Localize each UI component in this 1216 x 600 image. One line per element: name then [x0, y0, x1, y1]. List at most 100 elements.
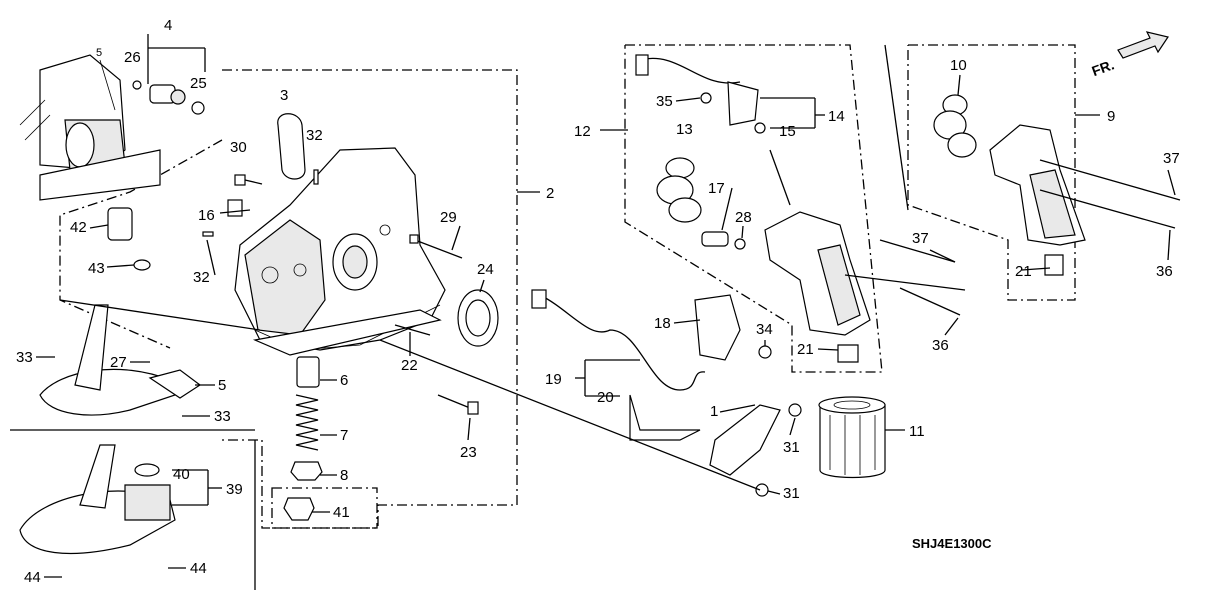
bolt-36-left [899, 287, 961, 316]
nut-31-bottom [755, 483, 769, 497]
filter-21-left [837, 344, 859, 363]
callout-3: 3 [280, 87, 288, 104]
bolt-23 [437, 394, 479, 415]
filter-gasket-13 [656, 157, 702, 223]
leader-lines [147, 34, 1100, 506]
callout-7: 7 [340, 427, 348, 444]
callout-33: 33 [16, 349, 33, 366]
callout-33b: 33 [214, 408, 231, 425]
callout-42: 42 [70, 219, 87, 236]
callout-37b: 37 [912, 230, 929, 247]
callout-8: 8 [340, 467, 348, 484]
callout-44: 44 [24, 569, 41, 586]
connector-top [635, 54, 649, 76]
callout-43: 43 [88, 260, 105, 277]
oil-filter-11 [818, 396, 886, 479]
callout-12: 12 [574, 123, 591, 140]
o-rings-10 [933, 94, 977, 158]
pin-32 [202, 169, 319, 237]
oil-seal-24 [457, 289, 499, 347]
callout-14: 14 [828, 108, 845, 125]
callout-35: 35 [656, 93, 673, 110]
callout-13: 13 [676, 121, 693, 138]
nut-31-top [788, 403, 802, 417]
solenoid-wire-top [639, 57, 741, 84]
bolt-37-shaft [879, 239, 956, 263]
callout-16: 16 [198, 207, 215, 224]
filter-21-right [1044, 254, 1064, 276]
cover-18 [694, 294, 741, 361]
callout-2: 2 [546, 185, 554, 202]
callout-25: 25 [190, 75, 207, 92]
bracket-1 [709, 404, 781, 476]
solenoid-bracket-14 [727, 81, 759, 126]
assembly-guide-line [379, 339, 761, 491]
bolt-35 [700, 92, 712, 104]
callout-1: 1 [710, 403, 718, 420]
callout-leaders [36, 74, 1176, 578]
seal-ring-group-4 [132, 80, 205, 115]
washer-43 [133, 259, 151, 271]
cap-bolt-8 [290, 461, 323, 481]
callout-41: 41 [333, 504, 350, 521]
bracket-20 [629, 394, 701, 441]
bolt-37-right [1039, 159, 1181, 201]
callout-29: 29 [440, 209, 457, 226]
callout-17: 17 [708, 180, 725, 197]
callout-labels: 4 26 25 5 3 32 30 16 42 43 32 2 29 24 22… [16, 17, 1180, 586]
callout-28: 28 [735, 209, 752, 226]
callout-31b: 31 [783, 485, 800, 502]
diagram-code: SHJ4E1300C [912, 536, 992, 551]
callout-32b: 32 [193, 269, 210, 286]
callout-4: 4 [164, 17, 172, 34]
baffle-plate-5 [39, 304, 202, 416]
spool-valve-body [764, 149, 871, 336]
callout-24: 24 [477, 261, 494, 278]
front-direction-indicator: FR. [1089, 31, 1169, 79]
oil-strainer-39 [19, 444, 176, 554]
callout-9: 9 [1107, 108, 1115, 125]
callout-11: 11 [909, 423, 925, 440]
relief-valve-6 [296, 356, 320, 388]
callout-34: 34 [756, 321, 773, 338]
sensor-harness-19 [539, 294, 706, 391]
sensor-16 [227, 199, 243, 217]
cap-bolt-41-frame [271, 487, 378, 529]
bolt-34 [758, 345, 772, 359]
bolt-15 [754, 122, 766, 134]
callout-18: 18 [654, 315, 671, 332]
callout-30: 30 [230, 139, 247, 156]
frame-connector-line [884, 44, 909, 211]
sensor-17 [701, 231, 729, 247]
bracket-assembly [19, 54, 161, 201]
o-ring-3 [277, 113, 306, 180]
callout-22: 22 [401, 357, 418, 374]
callout-5: 5 [96, 47, 102, 59]
callout-21: 21 [1015, 263, 1032, 280]
bolt-36-right [1039, 189, 1176, 229]
callout-23: 23 [460, 444, 477, 461]
washer-28 [734, 238, 746, 250]
relief-spring-7 [295, 394, 319, 451]
oil-pump-body [234, 147, 446, 356]
callout-26: 26 [124, 49, 141, 66]
callout-19: 19 [545, 371, 562, 388]
callout-39: 39 [226, 481, 243, 498]
bolt-22 [394, 324, 431, 336]
solenoid-assembly-frame [624, 44, 883, 373]
callout-15: 15 [779, 123, 796, 140]
callout-6: 6 [340, 372, 348, 389]
spool-valve-frame [907, 44, 1076, 301]
bolt-37-left [844, 274, 966, 291]
callout-37: 37 [1163, 150, 1180, 167]
callout-21b: 21 [797, 341, 814, 358]
front-indicator-label: FR. [1089, 56, 1116, 79]
callout-36b: 36 [932, 337, 949, 354]
callout-31: 31 [783, 439, 800, 456]
assembly-guide-line-2 [59, 299, 261, 331]
connector-19 [531, 289, 547, 309]
callout-32: 32 [306, 127, 323, 144]
callout-44b: 44 [190, 560, 207, 577]
callout-40: 40 [173, 466, 190, 483]
